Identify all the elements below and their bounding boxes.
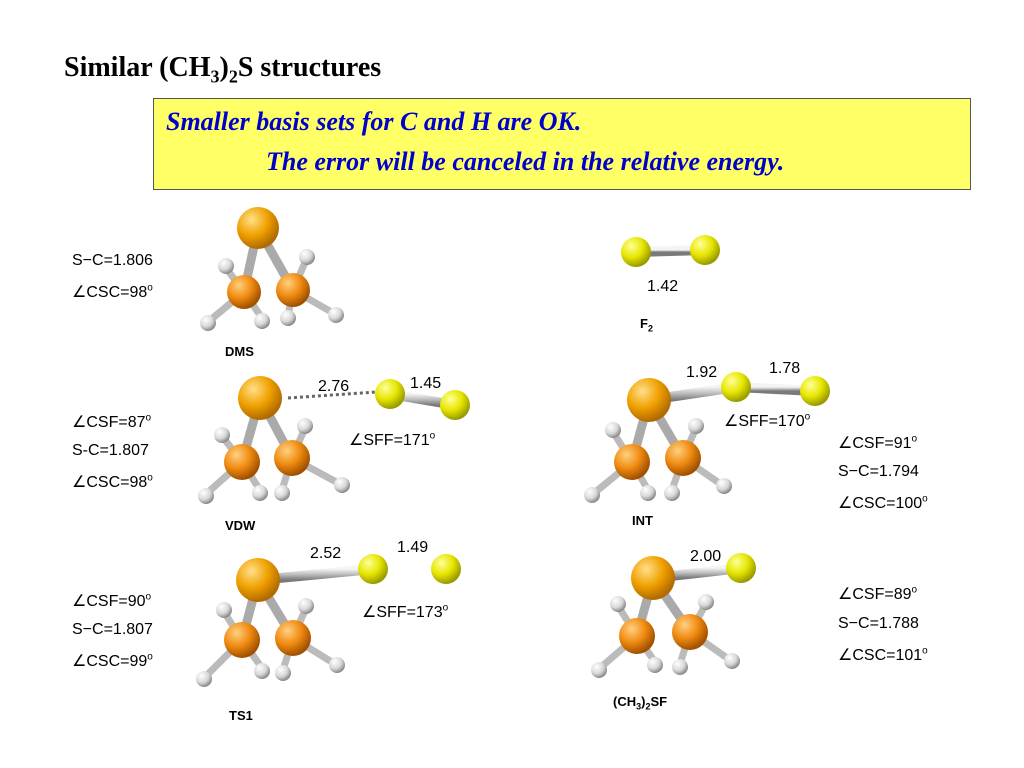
ts1-molecule [193,552,478,694]
vdw-sc-bond: S-C=1.807 [72,442,149,459]
note-line-2: The error will be canceled in the relati… [266,147,785,176]
sf-sf-distance: 2.00 [690,548,722,565]
int-csc-angle: ∠CSC=100o [838,493,928,512]
sf-csc-angle: ∠CSC=101o [838,645,928,664]
vdw-sff-angle: ∠SFF=171o [349,430,436,449]
ts1-sc-bond: S−C=1.807 [72,621,153,638]
vdw-csf-angle: ∠CSF=87o [72,412,152,431]
ts1-label: TS1 [229,708,253,723]
vdw-csc-angle: ∠CSC=98o [72,472,153,491]
dms-label: DMS [225,344,254,359]
slide-title: Similar (CH3)2S structures [64,52,382,87]
dms-molecule [193,200,353,340]
f2-molecule [621,235,720,267]
sf-label: (CH3)2SF [613,694,668,712]
int-label: INT [632,513,653,528]
int-sf-distance: 1.92 [686,364,718,381]
note-line-1: Smaller basis sets for C and H are OK. [166,107,582,136]
int-csf-angle: ∠CSF=91o [838,433,918,452]
ts1-sf-distance: 2.52 [310,545,342,562]
note-box: Smaller basis sets for C and H are OK. T… [153,98,971,190]
ts1-ff-distance: 1.49 [397,539,429,556]
ts1-csc-angle: ∠CSC=99o [72,651,153,670]
ts1-sff-angle: ∠SFF=173o [362,602,449,621]
dms-sc-bond: S−C=1.806 [72,252,153,269]
ts1-csf-angle: ∠CSF=90o [72,591,152,610]
sf-sc-bond: S−C=1.788 [838,615,919,632]
vdw-molecule [193,372,478,510]
vdw-label: VDW [225,518,256,533]
int-molecule [578,372,830,512]
sf-molecule [586,548,766,688]
int-sc-bond: S−C=1.794 [838,463,919,480]
int-ff-distance: 1.78 [769,360,801,377]
sf-csf-angle: ∠CSF=89o [838,584,918,603]
f2-bond-length: 1.42 [647,278,679,295]
vdw-sf-distance: 2.76 [318,378,350,395]
int-sff-angle: ∠SFF=170o [724,411,811,430]
f2-label: F2 [640,316,653,334]
dms-csc-angle: ∠CSC=98o [72,282,153,301]
vdw-ff-distance: 1.45 [410,375,442,392]
